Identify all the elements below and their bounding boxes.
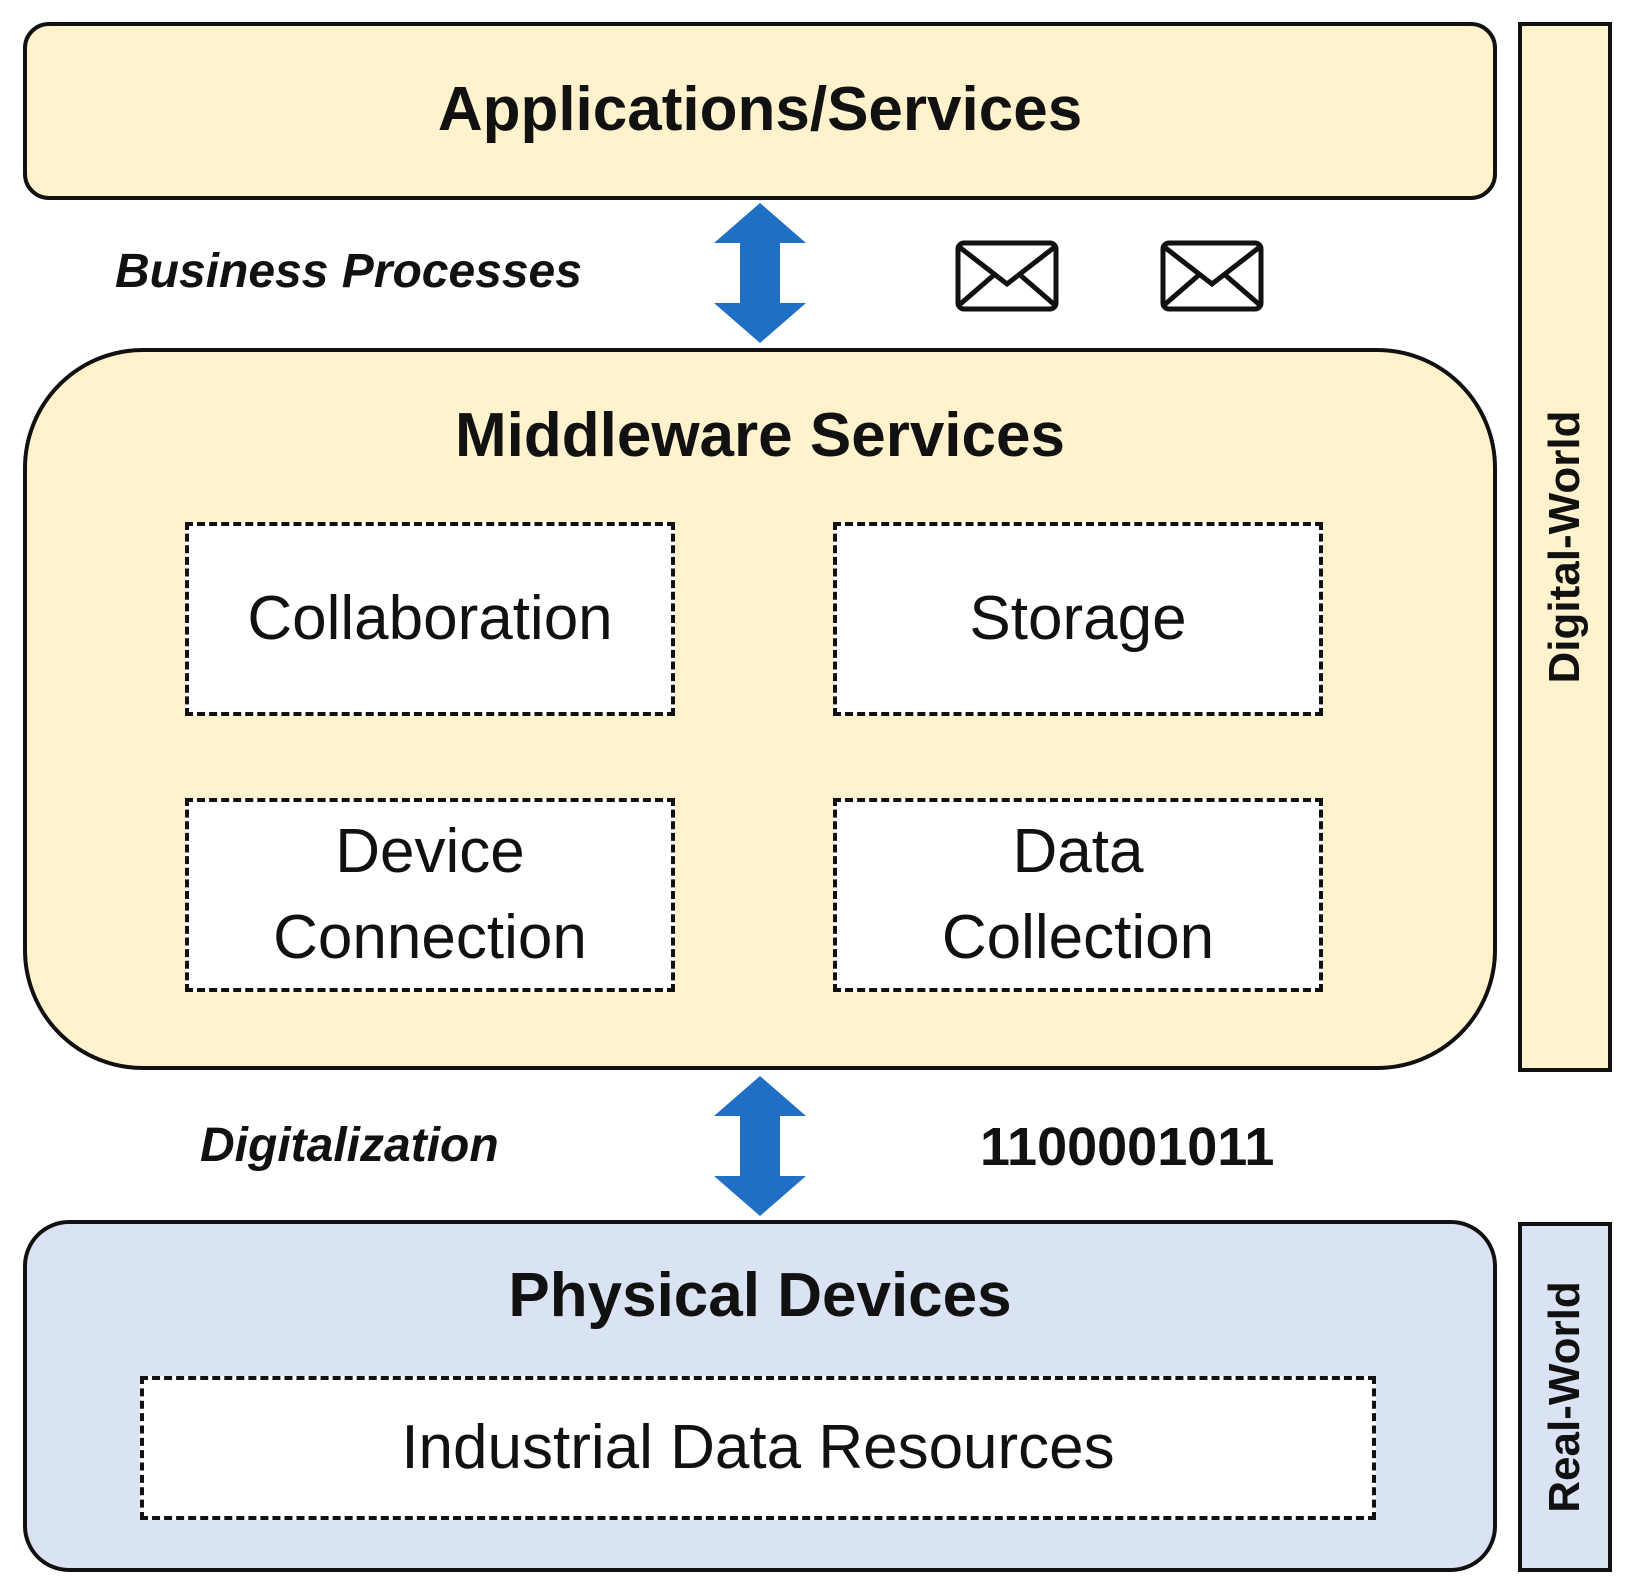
double-arrow-bottom [714, 1076, 806, 1216]
applications-title: Applications/Services [437, 75, 1083, 144]
device-connection-label-line2: Connection [273, 903, 587, 972]
binary-text: 1100001011 [980, 1117, 1275, 1177]
real-world-bar: Real-World [1518, 1222, 1612, 1572]
middleware-title: Middleware Services [455, 401, 1065, 470]
storage-box: Storage [833, 522, 1323, 716]
envelope-icon [1160, 240, 1264, 312]
envelope-icon [955, 240, 1059, 312]
data-collection-label-line2: Collection [941, 903, 1215, 972]
storage-label: Storage [969, 584, 1187, 653]
digital-world-label: Digital-World [1540, 410, 1589, 684]
double-arrow-top [714, 203, 806, 343]
digitalization-label: Digitalization [200, 1119, 499, 1172]
data-collection-box: Data Collection [833, 798, 1323, 992]
data-collection-label-line1: Data [1012, 817, 1144, 886]
real-world-label: Real-World [1540, 1281, 1589, 1513]
industrial-data-resources-box: Industrial Data Resources [140, 1376, 1376, 1520]
device-connection-box: Device Connection [185, 798, 675, 992]
digital-world-bar: Digital-World [1518, 22, 1612, 1072]
device-connection-label-line1: Device [335, 817, 525, 886]
collaboration-box: Collaboration [185, 522, 675, 716]
business-processes-label: Business Processes [115, 245, 582, 298]
collaboration-label: Collaboration [247, 584, 613, 653]
physical-devices-title: Physical Devices [508, 1261, 1012, 1330]
industrial-data-resources-label: Industrial Data Resources [401, 1413, 1115, 1482]
applications-layer: Applications/Services [23, 22, 1497, 200]
